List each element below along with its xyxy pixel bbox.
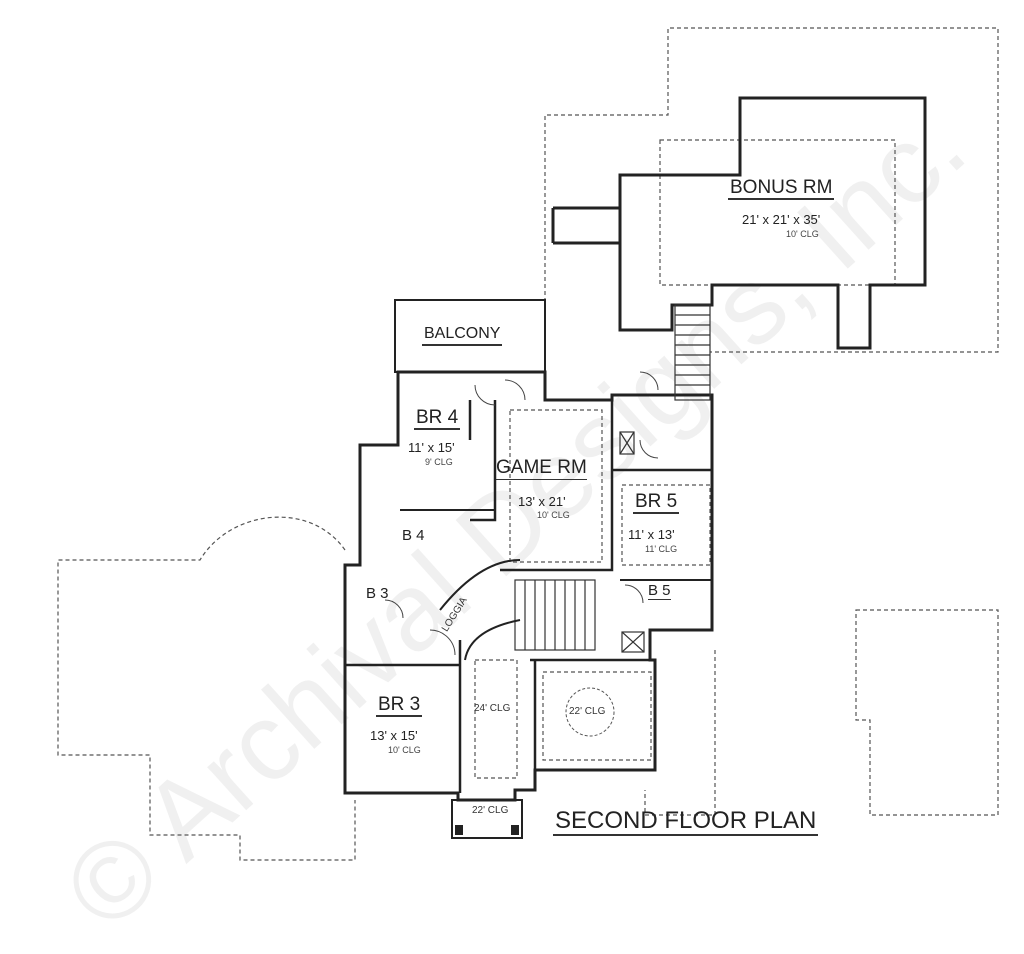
floor-plan-drawing [57,27,999,861]
bonus-room-size: 21' x 21' x 35' [742,212,821,227]
br5-ceiling: 11' CLG [645,544,678,554]
bath3-name: B 3 [366,585,389,602]
open-24-ceiling: 24' CLG [474,703,511,714]
br3-ceiling: 10' CLG [388,745,421,755]
br4-name: BR 4 [414,407,461,430]
porch-22-ceiling: 22' CLG [472,805,509,816]
br5-name: BR 5 [633,491,680,514]
game-room-name: GAME RM [496,457,587,480]
game-room-ceiling: 10' CLG [537,510,570,520]
bonus-room-ceiling: 10' CLG [786,229,819,239]
bath4-name: B 4 [402,527,425,544]
br5-size: 11' x 13' [628,527,675,542]
br4-ceiling: 9' CLG [425,457,453,467]
game-room-size: 13' x 21' [518,494,566,509]
br3-name: BR 3 [376,694,423,717]
open-22-ceiling: 22' CLG [569,706,606,717]
br3-size: 13' x 15' [370,728,418,743]
balcony-name: BALCONY [422,324,503,346]
bath5-name: B 5 [648,582,671,600]
plan-title: SECOND FLOOR PLAN [553,807,819,836]
bonus-room-name: BONUS RM [728,177,835,200]
br4-size: 11' x 15' [408,440,455,455]
